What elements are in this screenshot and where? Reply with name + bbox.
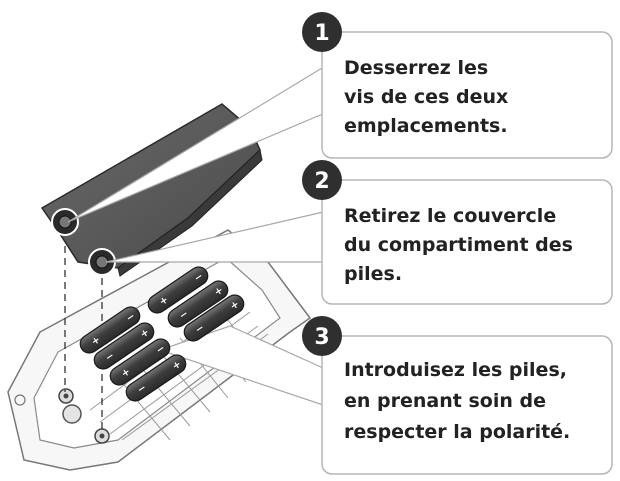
step-badge-1: 1 — [302, 12, 342, 52]
battery: − + — [167, 280, 229, 328]
callout-1: Desserrez les vis de ces deux emplacemen… — [321, 31, 613, 159]
battery: − + — [183, 294, 245, 342]
batteries: + − − + + − − + − + + − − — [79, 266, 245, 402]
terminal-screws — [58, 388, 110, 444]
step-number-2: 2 — [314, 169, 329, 194]
callout-3: Introduisez les piles, en prenant soin d… — [321, 335, 613, 475]
step-badge-2: 2 — [302, 160, 342, 200]
callout-1-line-3: emplacements. — [344, 115, 508, 137]
battery: + − — [79, 306, 141, 354]
screw-guide-lines — [64, 222, 103, 432]
callout-3-line-1: Introduisez les piles, — [344, 359, 567, 381]
battery: + − — [147, 266, 209, 314]
callout-2-line-2: du compartiment des — [344, 234, 573, 256]
callout-2-line-3: piles. — [344, 263, 402, 285]
step-number-3: 3 — [314, 325, 329, 350]
step-number-1: 1 — [314, 21, 329, 46]
callout-1-line-2: vis de ces deux — [344, 86, 508, 108]
callout-2: Retirez le couvercle du compartiment des… — [321, 179, 613, 305]
battery: − + — [125, 354, 187, 402]
callout-3-line-3: respecter la polarité. — [344, 421, 570, 443]
battery: − + — [93, 322, 155, 370]
callout-1-line-1: Desserrez les — [344, 57, 488, 79]
callout-3-line-2: en prenant soin de — [344, 390, 546, 412]
callout-2-line-1: Retirez le couvercle — [344, 205, 556, 227]
battery: + − — [109, 338, 171, 386]
step-badge-3: 3 — [302, 316, 342, 356]
